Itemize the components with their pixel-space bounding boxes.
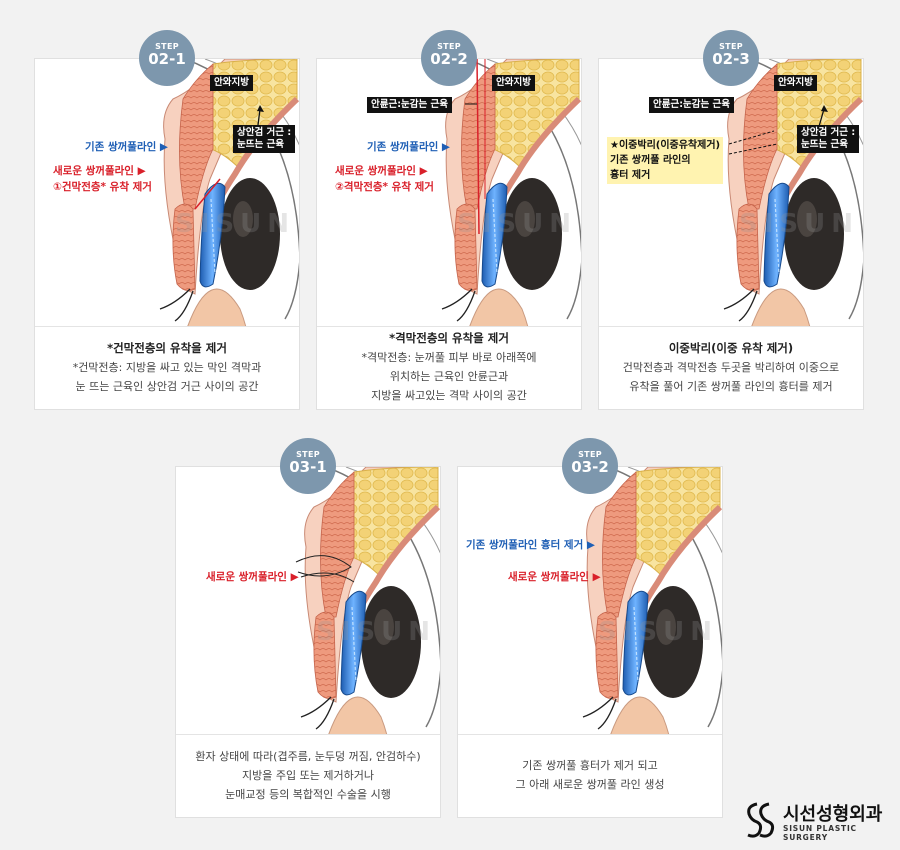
diagram-step-02-3: SISUN 안와지방 안륜근:눈감는 근육 상안검 거근 : 눈뜨는 근육 ★이… bbox=[599, 59, 863, 327]
caption-line: 그 아래 새로운 쌍꺼풀 라인 생성 bbox=[515, 778, 665, 791]
label-new-line: 새로운 쌍꺼풀라인 ▶ bbox=[508, 571, 601, 583]
caption-step-03-1: 환자 상태에 따라(겹주름, 눈두덩 꺼짐, 안검하수) 지방을 주입 또는 제… bbox=[176, 733, 440, 817]
watermark: SISUN bbox=[175, 209, 295, 239]
label-fat: 안와지방 bbox=[492, 75, 535, 91]
eyelid-diagram bbox=[295, 467, 440, 735]
label-existing-line: 기존 쌍꺼풀라인 ▶ bbox=[85, 141, 169, 153]
caption-line: 지방을 주입 또는 제거하거나 bbox=[242, 768, 374, 782]
label-scar-removed: 기존 쌍꺼풀라인 흉터 제거 ▶ bbox=[466, 539, 595, 551]
caption-title: *건막전층의 유착을 제거 bbox=[107, 340, 227, 355]
label-orbicularis: 안륜근:눈감는 근육 bbox=[367, 97, 453, 113]
card-step-03-1: SISUN 새로운 쌍꺼풀라인 ▶ 환자 상태에 따라(겹주름, 눈두덩 꺼짐,… bbox=[175, 466, 441, 818]
label-levator-muscle: 상안검 거근 : 눈뜨는 근육 bbox=[233, 125, 296, 153]
step-badge-03-1: STEP 03-1 bbox=[280, 438, 336, 494]
note-double-dissection: ★이중박리(이중유착제거) 기존 쌍꺼풀 라인의 흉터 제거 bbox=[607, 137, 724, 184]
step-badge-02-2: STEP 02-2 bbox=[421, 30, 477, 86]
card-step-02-3: SISUN 안와지방 안륜근:눈감는 근육 상안검 거근 : 눈뜨는 근육 ★이… bbox=[598, 58, 864, 410]
caption-title: *격막전층의 유착을 제거 bbox=[389, 331, 509, 345]
watermark: SISUN bbox=[739, 209, 859, 239]
label-existing-line: 기존 쌍꺼풀라인 ▶ bbox=[367, 141, 451, 153]
label-new-line: 새로운 쌍꺼풀라인 ▶ bbox=[206, 571, 299, 583]
caption-step-02-3: 이중박리(이중 유착 제거) 건막전층과 격막전층 두곳을 박리하여 이중으로 … bbox=[599, 325, 863, 409]
label-new-line: 새로운 쌍꺼풀라인 ▶ bbox=[53, 165, 146, 177]
caption-line: *격막전층: 눈꺼풀 피부 바로 아래쪽에 bbox=[361, 351, 537, 364]
caption-line: 유착을 풀어 기존 쌍꺼풀 라인의 흉터를 제거 bbox=[629, 379, 833, 393]
label-new-line-sub: ②격막전층* 유착 제거 bbox=[335, 181, 434, 193]
caption-line: 건막전층과 격막전층 두곳을 박리하여 이중으로 bbox=[622, 360, 840, 374]
diagram-step-02-1: SISUN 안와지방 상안검 거근 : 눈뜨는 근육 기존 쌍꺼풀라인 ▶ 새로… bbox=[35, 59, 299, 327]
step-badge-02-3: STEP 02-3 bbox=[703, 30, 759, 86]
step-badge-03-2: STEP 03-2 bbox=[562, 438, 618, 494]
card-step-02-1: SISUN 안와지방 상안검 거근 : 눈뜨는 근육 기존 쌍꺼풀라인 ▶ 새로… bbox=[34, 58, 300, 410]
brand-logo: 시선성형외과 SISUN PLASTIC SURGERY bbox=[745, 798, 895, 842]
diagram-step-03-1: SISUN 새로운 쌍꺼풀라인 ▶ bbox=[176, 467, 440, 735]
caption-line: 눈매교정 등의 복합적인 수술을 시행 bbox=[225, 787, 391, 801]
watermark: SISUN bbox=[457, 209, 577, 239]
label-levator-muscle: 상안검 거근 : 눈뜨는 근육 bbox=[797, 125, 860, 153]
caption-line: *건막전층: 지방을 싸고 있는 막인 격막과 bbox=[72, 360, 262, 374]
caption-step-03-2: 기존 쌍꺼풀 흉터가 제거 되고 그 아래 새로운 쌍꺼풀 라인 생성 bbox=[458, 733, 722, 817]
eyelid-diagram bbox=[458, 467, 722, 735]
caption-step-02-2: *격막전층의 유착을 제거 *격막전층: 눈꺼풀 피부 바로 아래쪽에 위치하는… bbox=[317, 325, 581, 409]
label-new-line-sub: ①건막전층* 유착 제거 bbox=[53, 181, 152, 193]
caption-title: 이중박리(이중 유착 제거) bbox=[668, 340, 794, 355]
watermark: SISUN bbox=[598, 617, 718, 647]
step-badge-02-1: STEP 02-1 bbox=[139, 30, 195, 86]
card-step-03-2: SISUN 기존 쌍꺼풀라인 흉터 제거 ▶ 새로운 쌍꺼풀라인 ▶ 기존 쌍꺼… bbox=[457, 466, 723, 818]
eyelid-diagram bbox=[317, 59, 581, 327]
label-fat: 안와지방 bbox=[774, 75, 817, 91]
caption-step-02-1: *건막전층의 유착을 제거 *건막전층: 지방을 싸고 있는 막인 격막과 눈 … bbox=[35, 325, 299, 409]
logo-english: SISUN PLASTIC SURGERY bbox=[783, 824, 857, 842]
label-new-line: 새로운 쌍꺼풀라인 ▶ bbox=[335, 165, 428, 177]
caption-line: 환자 상태에 따라(겹주름, 눈두덩 꺼짐, 안검하수) bbox=[195, 749, 421, 763]
logo-mark-icon bbox=[745, 800, 775, 838]
caption-line: 기존 쌍꺼풀 흉터가 제거 되고 bbox=[522, 759, 658, 772]
caption-line: 눈 뜨는 근육인 상안검 거근 사이의 공간 bbox=[75, 379, 259, 393]
watermark: SISUN bbox=[316, 617, 436, 647]
logo-korean: 시선성형외과 bbox=[783, 804, 883, 825]
diagram-step-02-2: SISUN 안와지방 안륜근:눈감는 근육 기존 쌍꺼풀라인 ▶ 새로운 쌍꺼풀… bbox=[317, 59, 581, 327]
caption-line: 지방을 싸고있는 격막 사이의 공간 bbox=[371, 389, 527, 402]
label-orbicularis: 안륜근:눈감는 근육 bbox=[649, 97, 735, 113]
diagram-step-03-2: SISUN 기존 쌍꺼풀라인 흉터 제거 ▶ 새로운 쌍꺼풀라인 ▶ bbox=[458, 467, 722, 735]
caption-line: 위치하는 근육인 안륜근과 bbox=[389, 370, 509, 383]
label-fat: 안와지방 bbox=[210, 75, 253, 91]
card-step-02-2: SISUN 안와지방 안륜근:눈감는 근육 기존 쌍꺼풀라인 ▶ 새로운 쌍꺼풀… bbox=[316, 58, 582, 410]
